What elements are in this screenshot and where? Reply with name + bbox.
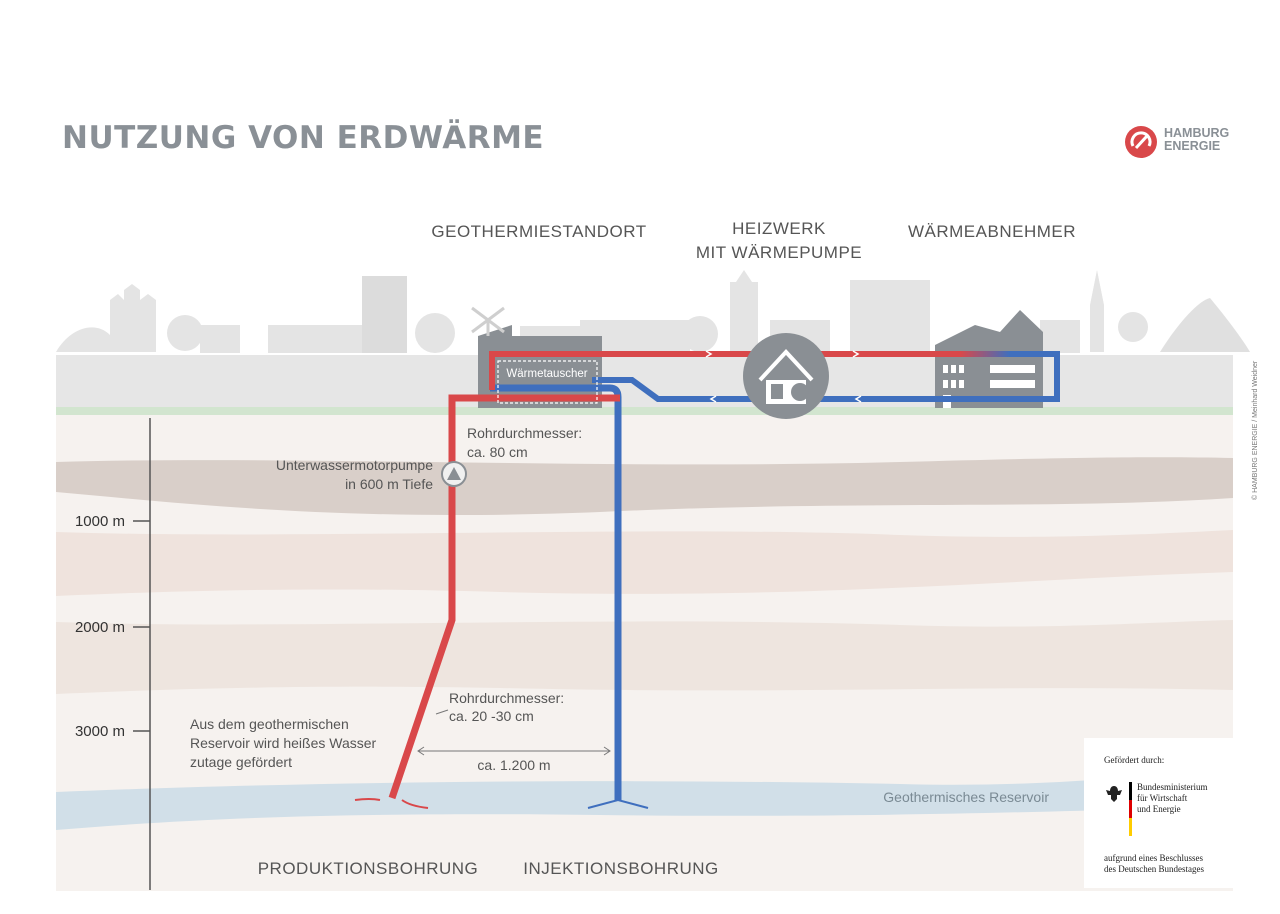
distance-label: ca. 1.200 m (477, 757, 550, 773)
reservoir-text-line-1: Aus dem geothermischen (190, 716, 349, 732)
pump-label-line-1: Unterwassermotorpumpe (276, 457, 433, 473)
return-pipe (592, 351, 1060, 402)
logo-line-2: ENERGIE (1164, 139, 1221, 153)
ministry-line-2: für Wirtschaft (1137, 793, 1188, 803)
distance-arrow-left (417, 746, 425, 756)
soil-layer-3 (56, 620, 1233, 694)
consumer-heat-transfer (960, 351, 1010, 357)
flow-arrow-4 (854, 395, 862, 403)
heading-plant-line-2: MIT WÄRMEPUMPE (696, 243, 862, 262)
soil-layer-1 (56, 457, 1233, 516)
heading-site: GEOTHERMIESTANDORT (431, 222, 646, 241)
funding-notice: Gefördert durch: Bundesministerium für W… (1084, 738, 1244, 888)
injection-outflow-arrows (587, 798, 649, 809)
distance-arrow-right (603, 746, 611, 756)
heading-consumer: WÄRMEABNEHMER (908, 222, 1076, 241)
flow-arrow-2 (852, 350, 860, 358)
reservoir-text-line-2: Reservoir wird heißes Wasser (190, 735, 377, 751)
city-skyline (56, 270, 1250, 410)
production-well-label: PRODUKTIONSBOHRUNG (258, 859, 479, 878)
funding-intro: Gefördert durch: (1104, 755, 1165, 765)
funding-note-line-1: aufgrund eines Beschlusses (1104, 853, 1203, 863)
ground-surface (56, 407, 1233, 415)
supply-pipe (489, 351, 1000, 390)
reservoir-text-line-3: zutage gefördert (190, 754, 292, 770)
flow-arrow-3 (709, 395, 717, 403)
consumer-building (935, 310, 1043, 408)
depth-label-3000: 3000 m (75, 723, 125, 740)
production-inflow-arrow-left (354, 798, 381, 801)
production-inflow-arrow-right (401, 799, 429, 809)
funding-note-line-2: des Deutschen Bundestages (1104, 864, 1204, 874)
german-flag-bar (1129, 782, 1132, 836)
pipe-diameter-top-title: Rohrdurchmesser: (467, 425, 582, 441)
logo-line-1: HAMBURG (1164, 126, 1230, 140)
injection-well-label: INJEKTIONSBOHRUNG (523, 859, 719, 878)
reservoir-label: Geothermisches Reservoir (883, 789, 1049, 805)
pipe-diameter-bottom-title: Rohrdurchmesser: (449, 690, 564, 706)
heat-exchanger-label: Wärmetauscher (506, 368, 587, 380)
hot-water-pipe (388, 394, 620, 800)
heading-plant-line-1: HEIZWERK (732, 219, 826, 238)
pipe-diameter-bottom-value: ca. 20 -30 cm (449, 708, 534, 724)
heat-exchanger-box (497, 360, 598, 404)
hamburg-energie-logo: HAMBURG ENERGIE (1124, 124, 1244, 160)
geothermal-reservoir (56, 766, 1233, 830)
pipe-diameter-top-value: ca. 80 cm (467, 444, 528, 460)
flow-arrow-1 (705, 350, 713, 358)
depth-label-1000: 1000 m (75, 513, 125, 530)
federal-eagle-icon (1106, 786, 1122, 802)
logo-mark-icon (1125, 126, 1157, 158)
soil-layer-2 (56, 530, 1233, 596)
ministry-line-1: Bundesministerium (1137, 782, 1208, 792)
page-title: NUTZUNG VON ERDWÄRME (62, 120, 545, 156)
depth-label-2000: 2000 m (75, 619, 125, 636)
pointer-line (435, 709, 449, 715)
pump-label-line-2: in 600 m Tiefe (345, 476, 433, 492)
heat-plant-icon (743, 333, 829, 419)
pump-icon (441, 461, 467, 487)
ministry-line-3: und Energie (1137, 804, 1181, 814)
